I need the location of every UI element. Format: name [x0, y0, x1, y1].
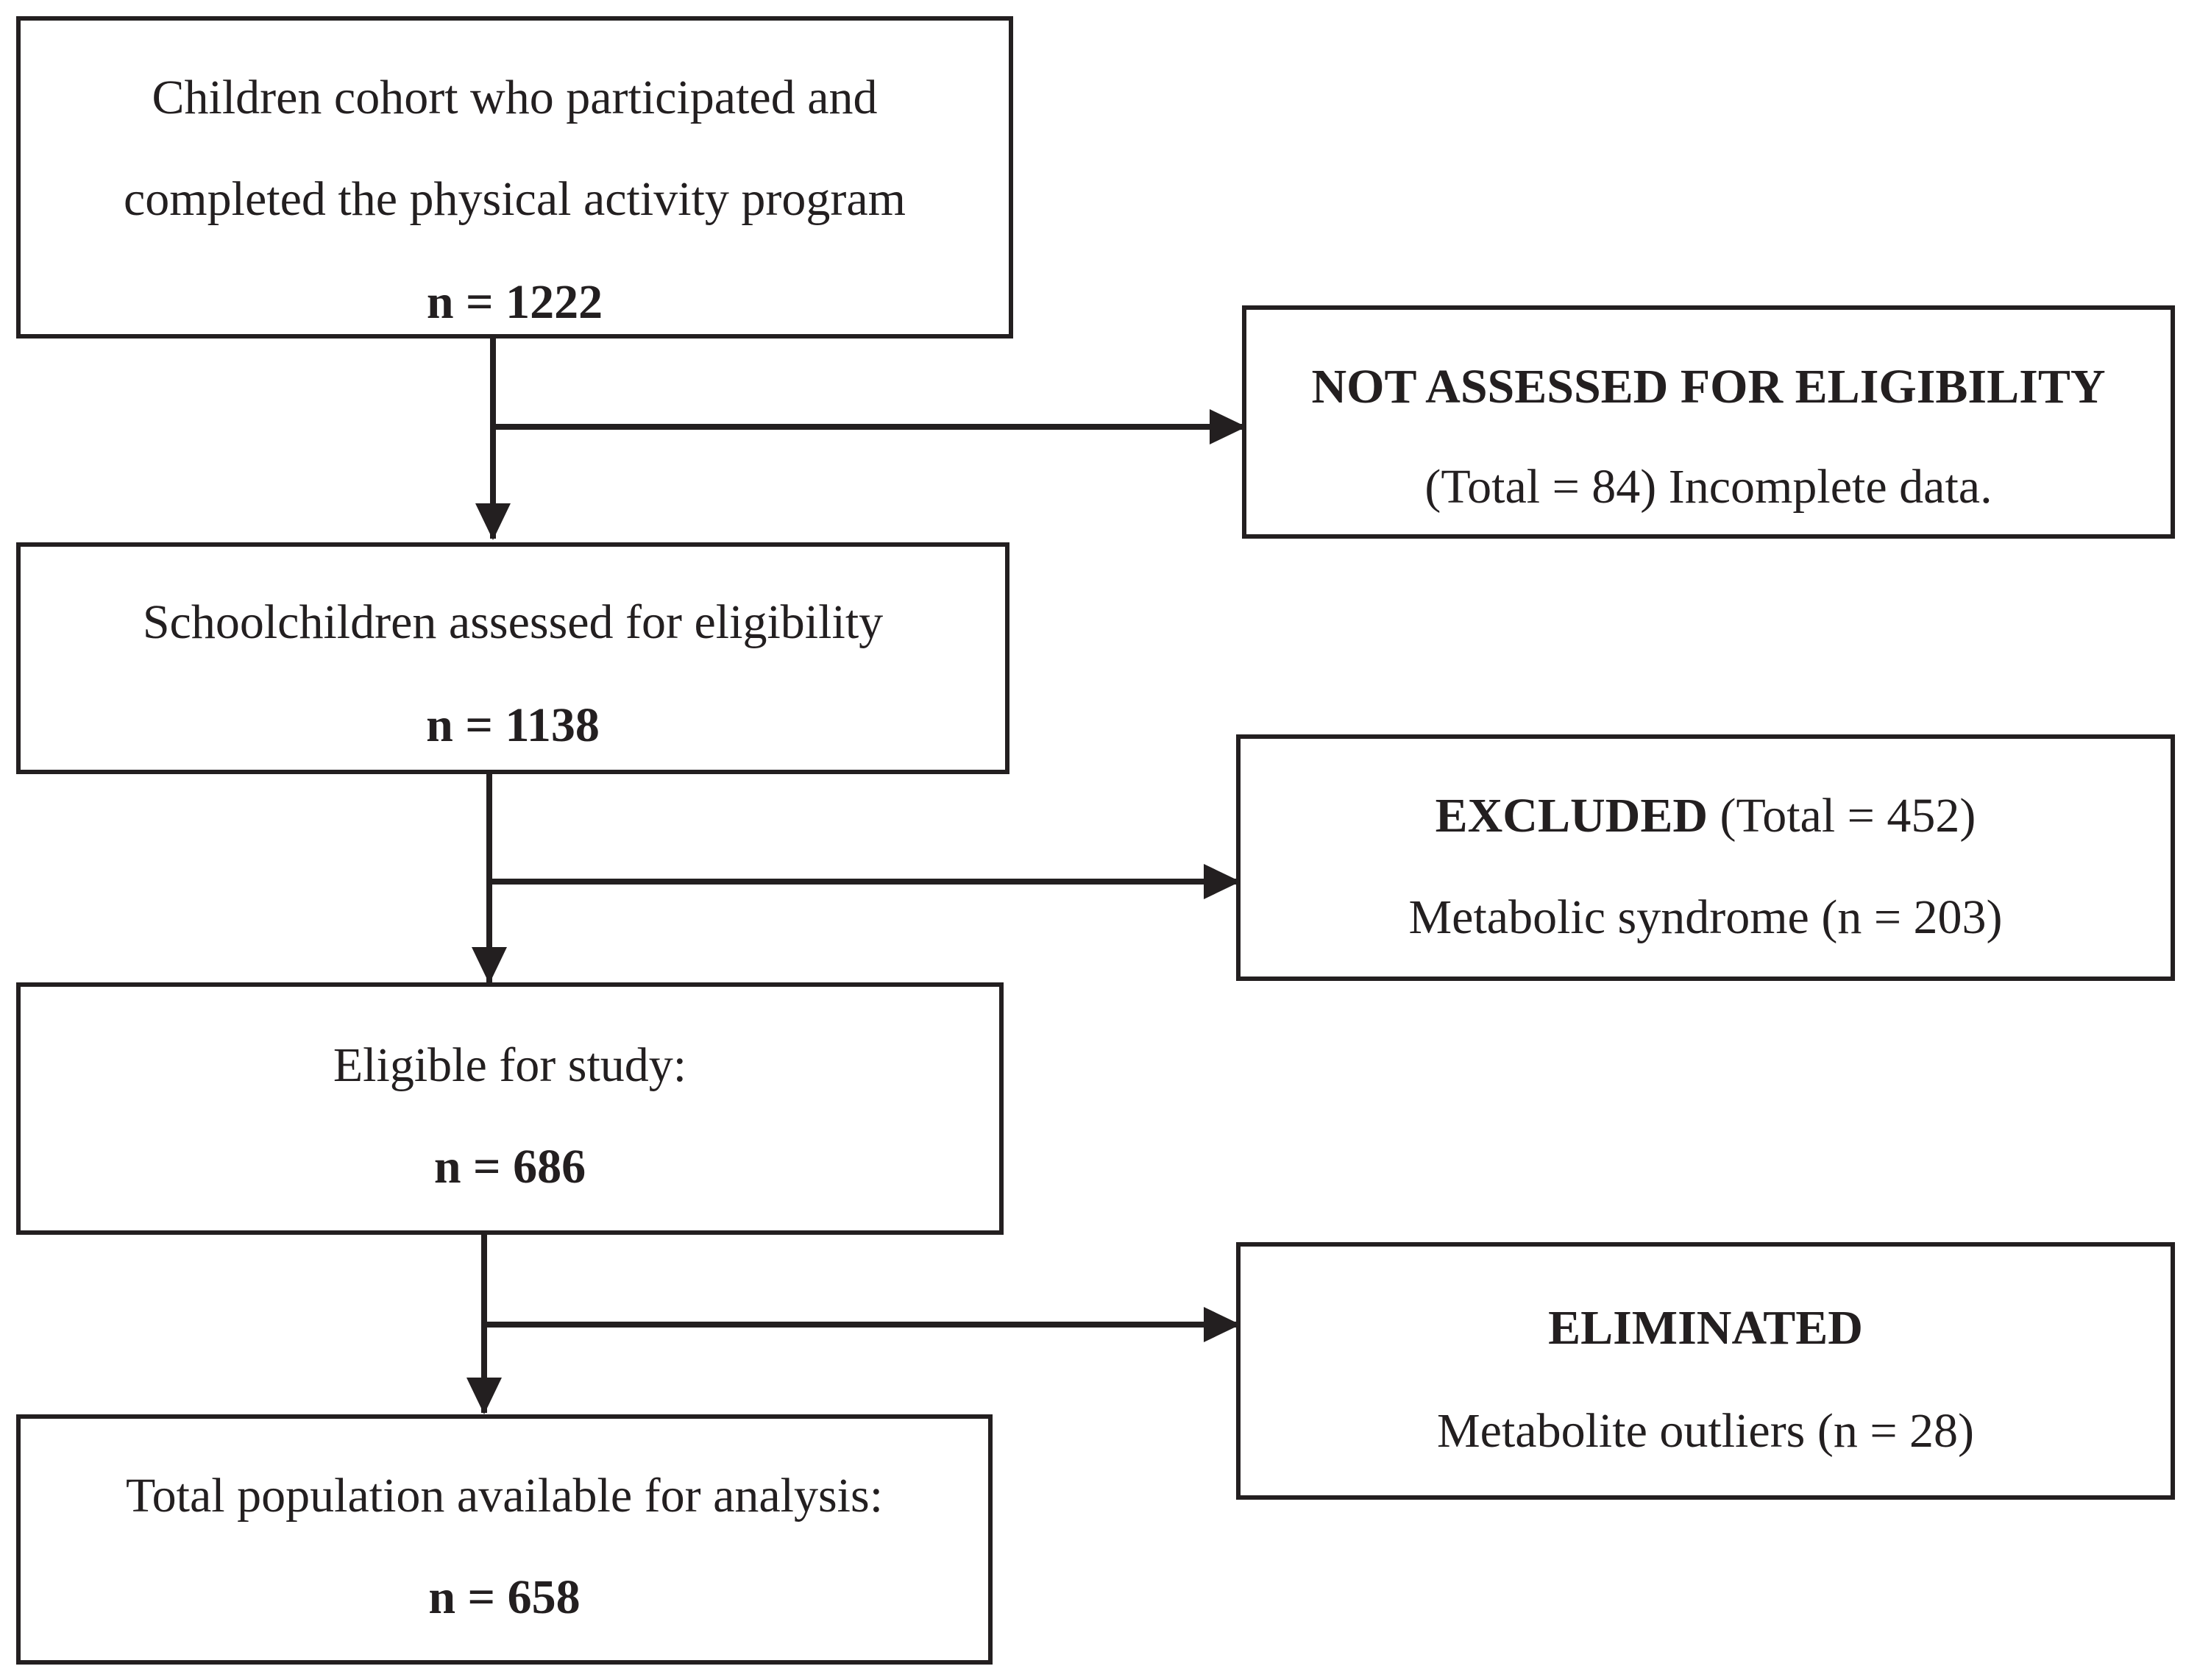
eliminated-box: ELIMINATED Metabolite outliers (n = 28)	[1236, 1242, 2175, 1500]
not-assessed-box: NOT ASSESSED FOR ELIGIBILITY (Total = 84…	[1242, 305, 2175, 539]
excluded-detail: Metabolic syndrome (n = 203)	[1408, 890, 2003, 944]
cohort-text-line-1: Children cohort who participated and	[152, 71, 878, 124]
excluded-box: EXCLUDED (Total = 452) Metabolic syndrom…	[1236, 734, 2175, 981]
cohort-text-line-2: completed the physical activity program	[124, 172, 906, 226]
eliminated-heading: ELIMINATED	[1548, 1301, 1863, 1355]
excluded-heading-line: EXCLUDED (Total = 452)	[1241, 792, 2171, 840]
assessed-box: Schoolchildren assessed for eligibility …	[16, 542, 1009, 774]
total-count: n = 658	[428, 1570, 581, 1624]
excluded-total: (Total = 452)	[1708, 789, 1976, 843]
total-box: Total population available for analysis:…	[16, 1414, 993, 1665]
eliminated-detail: Metabolite outliers (n = 28)	[1436, 1404, 1975, 1458]
eligible-text: Eligible for study:	[333, 1038, 687, 1092]
cohort-box: Children cohort who participated and com…	[16, 16, 1013, 339]
excluded-heading: EXCLUDED	[1435, 789, 1708, 843]
eligible-box: Eligible for study: n = 686	[16, 982, 1004, 1235]
assessed-count: n = 1138	[426, 698, 600, 752]
not-assessed-heading: NOT ASSESSED FOR ELIGIBILITY	[1311, 360, 2106, 414]
eligible-count: n = 686	[433, 1140, 586, 1194]
not-assessed-detail: (Total = 84) Incomplete data.	[1424, 460, 1992, 514]
total-text: Total population available for analysis:	[125, 1469, 884, 1523]
cohort-count: n = 1222	[426, 275, 603, 329]
assessed-text: Schoolchildren assessed for eligibility	[142, 595, 884, 649]
